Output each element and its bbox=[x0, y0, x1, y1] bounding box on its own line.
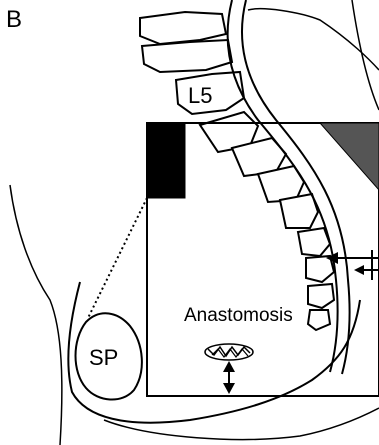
panel-label: B bbox=[6, 6, 22, 34]
posterior-grey-wedge bbox=[320, 123, 379, 190]
coccyx-segment-4 bbox=[308, 310, 330, 330]
anterior-abdominal-wall bbox=[10, 185, 62, 445]
vertebra-1 bbox=[140, 12, 226, 44]
distance-double-arrow bbox=[223, 361, 235, 394]
l5-label: L5 bbox=[188, 83, 212, 109]
projection-dotted-line bbox=[88, 198, 147, 318]
coccyx-arrowhead-2 bbox=[354, 265, 364, 275]
anastomosis-label: Anastomosis bbox=[184, 305, 293, 327]
anterior-shield-block bbox=[147, 123, 185, 198]
coccyx-segment-3 bbox=[308, 284, 334, 308]
anastomosis-marker bbox=[205, 344, 253, 360]
sp-label: SP bbox=[89, 345, 118, 371]
sacral-segment-4 bbox=[280, 194, 318, 228]
coccyx-segment-1 bbox=[298, 228, 330, 256]
posterior-skin-line bbox=[352, 0, 379, 110]
pelvic-floor-contour bbox=[104, 408, 379, 439]
vertebra-2 bbox=[142, 40, 232, 72]
